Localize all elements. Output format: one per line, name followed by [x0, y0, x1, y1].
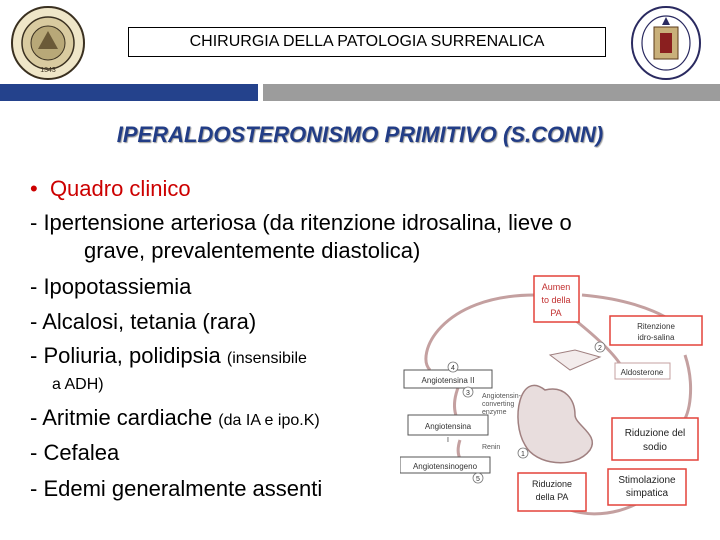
header-title: CHIRURGIA DELLA PATOLOGIA SURRENALICA	[128, 27, 606, 57]
angiotensina-i-suffix: I	[447, 437, 449, 444]
list-item: - Alcalosi, tetania (rara)	[30, 309, 257, 334]
bullet-heading-text: Quadro clinico	[49, 176, 191, 201]
list-item-text: - Aritmie cardiache	[30, 405, 219, 430]
aumento-pa-label-1: Aumen	[542, 282, 571, 292]
angiotensina-i-label: Angiotensina	[425, 422, 472, 431]
bullet-dot: •	[30, 176, 38, 201]
enzyme-label-3: enzyme	[482, 409, 507, 416]
kidney-icon	[517, 384, 593, 464]
list-item-note: (da IA e ipo.K)	[218, 412, 320, 429]
seal-year: 1343	[40, 67, 56, 74]
university-seal-left-icon: 1343	[11, 6, 85, 80]
enzyme-label-2: converting	[482, 401, 514, 408]
list-item: - Poliuria, polidipsia (insensibile	[30, 343, 307, 369]
stimolazione-label-1: Stimolazione	[618, 475, 676, 486]
list-item: - Cefalea	[30, 440, 120, 465]
riduzione-sodio-label-1: Riduzione del	[625, 428, 686, 439]
riduzione-pa-label-2: della PA	[536, 492, 569, 502]
university-seal-right-icon	[631, 6, 701, 80]
list-item-note: (insensibile	[226, 350, 307, 367]
renin-angiotensin-diagram: Aumen to della PA Ritenzione idro-salina…	[400, 275, 703, 516]
list-item: - Ipertensione arteriosa (da ritenzione …	[30, 210, 572, 235]
aumento-pa-label-3: PA	[550, 308, 561, 318]
marker-3: 3	[466, 390, 470, 397]
ritenzione-label-1: Ritenzione	[637, 322, 675, 331]
accent-bar-gray	[263, 84, 720, 101]
ritenzione-label-2: idro-salina	[638, 333, 675, 342]
marker-5: 5	[476, 476, 480, 483]
aumento-pa-label-2: to della	[541, 295, 570, 305]
marker-2: 2	[598, 345, 602, 352]
bullet-heading: • Quadro clinico	[30, 176, 191, 202]
riduzione-pa-label-1: Riduzione	[532, 479, 572, 489]
marker-1: 1	[521, 451, 525, 458]
enzyme-label-1: Angiotensin-	[482, 393, 522, 400]
marker-4: 4	[451, 365, 455, 372]
renin-label: Renin	[482, 444, 500, 451]
accent-bar-blue	[0, 84, 258, 101]
list-item: grave, prevalentemente diastolica)	[84, 238, 421, 263]
aldosterone-label: Aldosterone	[621, 368, 664, 377]
slide-title: IPERALDOSTERONISMO PRIMITIVO (S.CONN)	[116, 122, 604, 147]
list-item-note: a ADH)	[52, 376, 104, 393]
stimolazione-label-2: simpatica	[626, 488, 669, 499]
angiotensina-ii-label: Angiotensina II	[422, 376, 475, 385]
adrenal-gland-icon	[548, 349, 602, 371]
list-item: - Aritmie cardiache (da IA e ipo.K)	[30, 405, 320, 431]
angiotensinogeno-label: Angiotensinogeno	[413, 462, 478, 471]
list-item-text: - Poliuria, polidipsia	[30, 343, 227, 368]
list-item: - Edemi generalmente assenti	[30, 476, 323, 501]
list-item: - Ipopotassiemia	[30, 274, 192, 299]
riduzione-sodio-label-2: sodio	[643, 442, 667, 453]
